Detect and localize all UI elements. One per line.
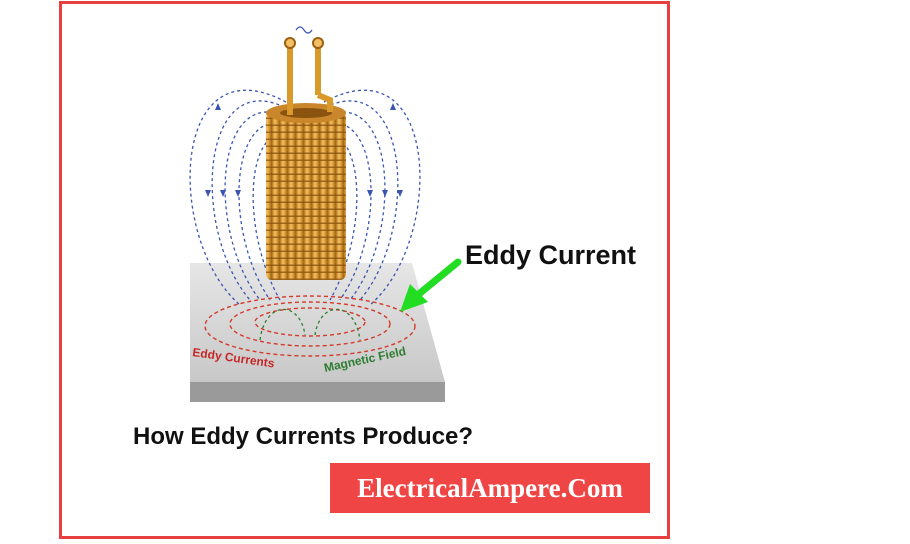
- copper-coil: [266, 37, 346, 280]
- diagram-caption: How Eddy Currents Produce?: [133, 423, 474, 450]
- field-loops-green: [259, 308, 361, 341]
- brand-banner[interactable]: ElectricalAmpere.Com: [330, 463, 650, 513]
- pointer-arrow-icon: [400, 258, 462, 312]
- ac-source-icon: [295, 26, 313, 34]
- diagram-frame: [59, 1, 670, 539]
- metal-plate: [190, 263, 445, 402]
- field-arrowheads: [205, 103, 403, 197]
- eddy-current-label: Eddy Current: [465, 240, 637, 270]
- eddy-current-loops: [204, 295, 416, 357]
